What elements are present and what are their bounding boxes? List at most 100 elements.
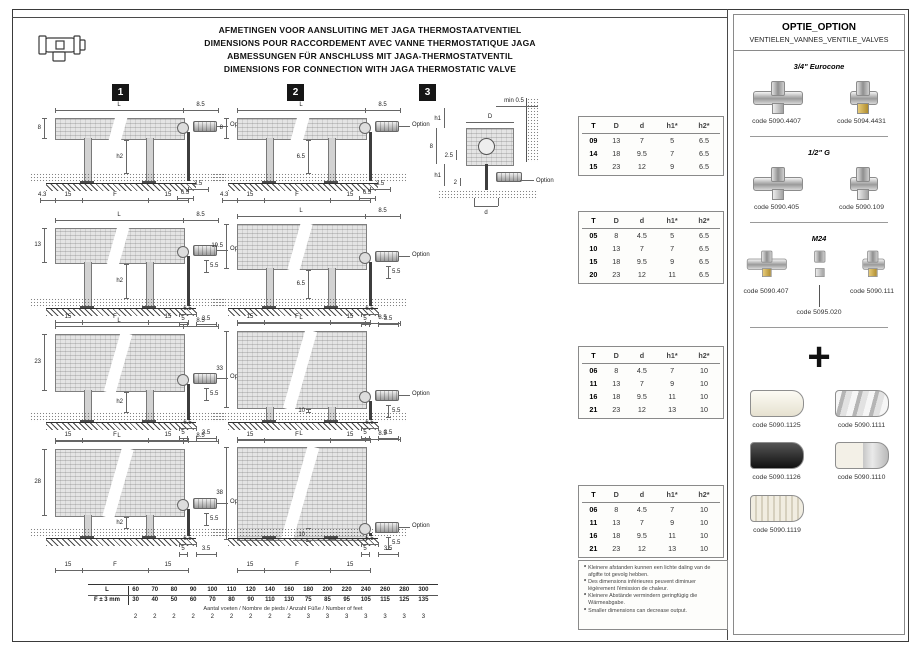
- table-header-cell: h1*: [656, 214, 689, 229]
- valve-body: [177, 374, 189, 386]
- product-code: code 5090.1110: [837, 474, 886, 481]
- dim-sub: 3.5: [201, 546, 211, 552]
- detail-dim-h1-bot: h1: [434, 173, 441, 179]
- ground-hatch: [46, 422, 196, 430]
- table-header-cell: d: [627, 488, 657, 503]
- size-cell: 70: [151, 587, 159, 593]
- table-cell: 9.5: [636, 392, 647, 401]
- table-cell: 13: [612, 518, 621, 527]
- table-cell: 21: [589, 544, 598, 553]
- table-cell: 6.5: [699, 244, 710, 253]
- table-header-cell: h1*: [656, 119, 689, 134]
- table-cell: 12: [637, 544, 646, 553]
- dim-sub: 3.5: [375, 181, 385, 187]
- radiator-body: [237, 331, 367, 409]
- wall-connection-detail-drawing: min 0.5 D h1 8 2.5 h1 2 Option d: [408, 98, 578, 228]
- valve-pipe: [187, 384, 190, 420]
- dim-sub: 6.5: [365, 306, 374, 312]
- size-cell: 135: [418, 597, 429, 603]
- panel-separator-line: [727, 9, 728, 640]
- dim-15: 15: [346, 192, 354, 198]
- size-cell: 3: [364, 614, 368, 620]
- table-cell: 6.5: [699, 149, 710, 158]
- table-cell: 10: [700, 531, 709, 540]
- detail-dim-h1-top: h1: [434, 116, 441, 122]
- table-cell: 10: [700, 405, 709, 414]
- dim-sub: 3.5: [383, 546, 393, 552]
- table-header-cell: d: [627, 119, 657, 134]
- size-cell: 80: [170, 587, 178, 593]
- product-item: code 5090.1125: [734, 390, 819, 429]
- size-row-L-label: L: [105, 587, 109, 593]
- table-cell: 23: [612, 162, 621, 171]
- dim-8-5: 8.5: [378, 102, 387, 108]
- dim-sub: 5: [363, 430, 367, 436]
- size-cell: 280: [399, 587, 410, 593]
- dim-15: 15: [346, 432, 354, 438]
- dim-8-5: 8.5: [196, 318, 205, 324]
- table-cell: 13: [612, 136, 621, 145]
- table-header-cell: h2*: [688, 214, 720, 229]
- thermostatic-head-ribbed-image: [750, 495, 804, 522]
- table-cell: 18: [612, 531, 621, 540]
- dim-L: L: [117, 102, 121, 108]
- thermostatic-head: [375, 121, 399, 132]
- dim-sub: 6.5: [183, 536, 192, 542]
- size-cell: 2: [172, 614, 176, 620]
- dim-15: 15: [64, 192, 72, 198]
- table-cell: 7: [639, 136, 644, 145]
- table-cell: 7: [639, 244, 644, 253]
- option-label: Option: [412, 122, 430, 128]
- table-cell: 09: [589, 136, 598, 145]
- detail-ground: [438, 190, 538, 200]
- product-item: code 5090.111: [846, 249, 898, 307]
- size-cell: 40: [151, 597, 159, 603]
- table-cell: 8: [614, 366, 619, 375]
- table-cell: 16: [589, 531, 598, 540]
- table-cell: 21: [589, 405, 598, 414]
- ground-band: [30, 298, 224, 308]
- size-cell: 110: [265, 597, 275, 603]
- product-code: code 5090.109: [839, 204, 884, 211]
- dim-side: 5.5: [392, 408, 401, 414]
- product-code: code 5090.1125: [752, 422, 801, 429]
- option-panel-title: OPTIE_OPTION: [782, 22, 856, 33]
- detail-dim-min: min 0.5: [504, 98, 524, 104]
- feet-count-label: Aantal voeten / Nombre de pieds / Anzahl…: [203, 606, 363, 612]
- table-cell: 15: [589, 257, 598, 266]
- section-divider: [750, 222, 888, 223]
- table-cell: 7: [639, 379, 644, 388]
- dim-side: 5.5: [210, 263, 219, 269]
- table-header-cell: d: [627, 349, 657, 364]
- product-item: code 5090.109: [836, 165, 888, 211]
- dim-8-5: 8.5: [196, 212, 205, 218]
- valve-body: [359, 391, 371, 403]
- table-cell: 7: [670, 505, 675, 514]
- dim-L: L: [117, 318, 121, 324]
- product-code: code 5090.405: [754, 204, 799, 211]
- size-cell: 125: [399, 597, 410, 603]
- table-header-cell: h1*: [656, 349, 689, 364]
- table-header-cell: D: [604, 349, 628, 364]
- dim-sub: 3.5: [383, 316, 393, 322]
- ground-band: [30, 412, 224, 422]
- size-cell: 105: [360, 597, 371, 603]
- table-cell: 10: [589, 244, 598, 253]
- dim-height: 33: [216, 366, 223, 372]
- size-cell: 30: [132, 597, 139, 603]
- table-cell: 7: [670, 244, 675, 253]
- dim-L: L: [299, 431, 303, 437]
- thermostatic-head-duo-image: [834, 442, 889, 469]
- table-cell: 18: [612, 392, 621, 401]
- table-cell: 20: [589, 270, 598, 279]
- size-cell: 70: [209, 597, 216, 603]
- size-cell: 95: [343, 597, 350, 603]
- table-cell: 14: [589, 149, 598, 158]
